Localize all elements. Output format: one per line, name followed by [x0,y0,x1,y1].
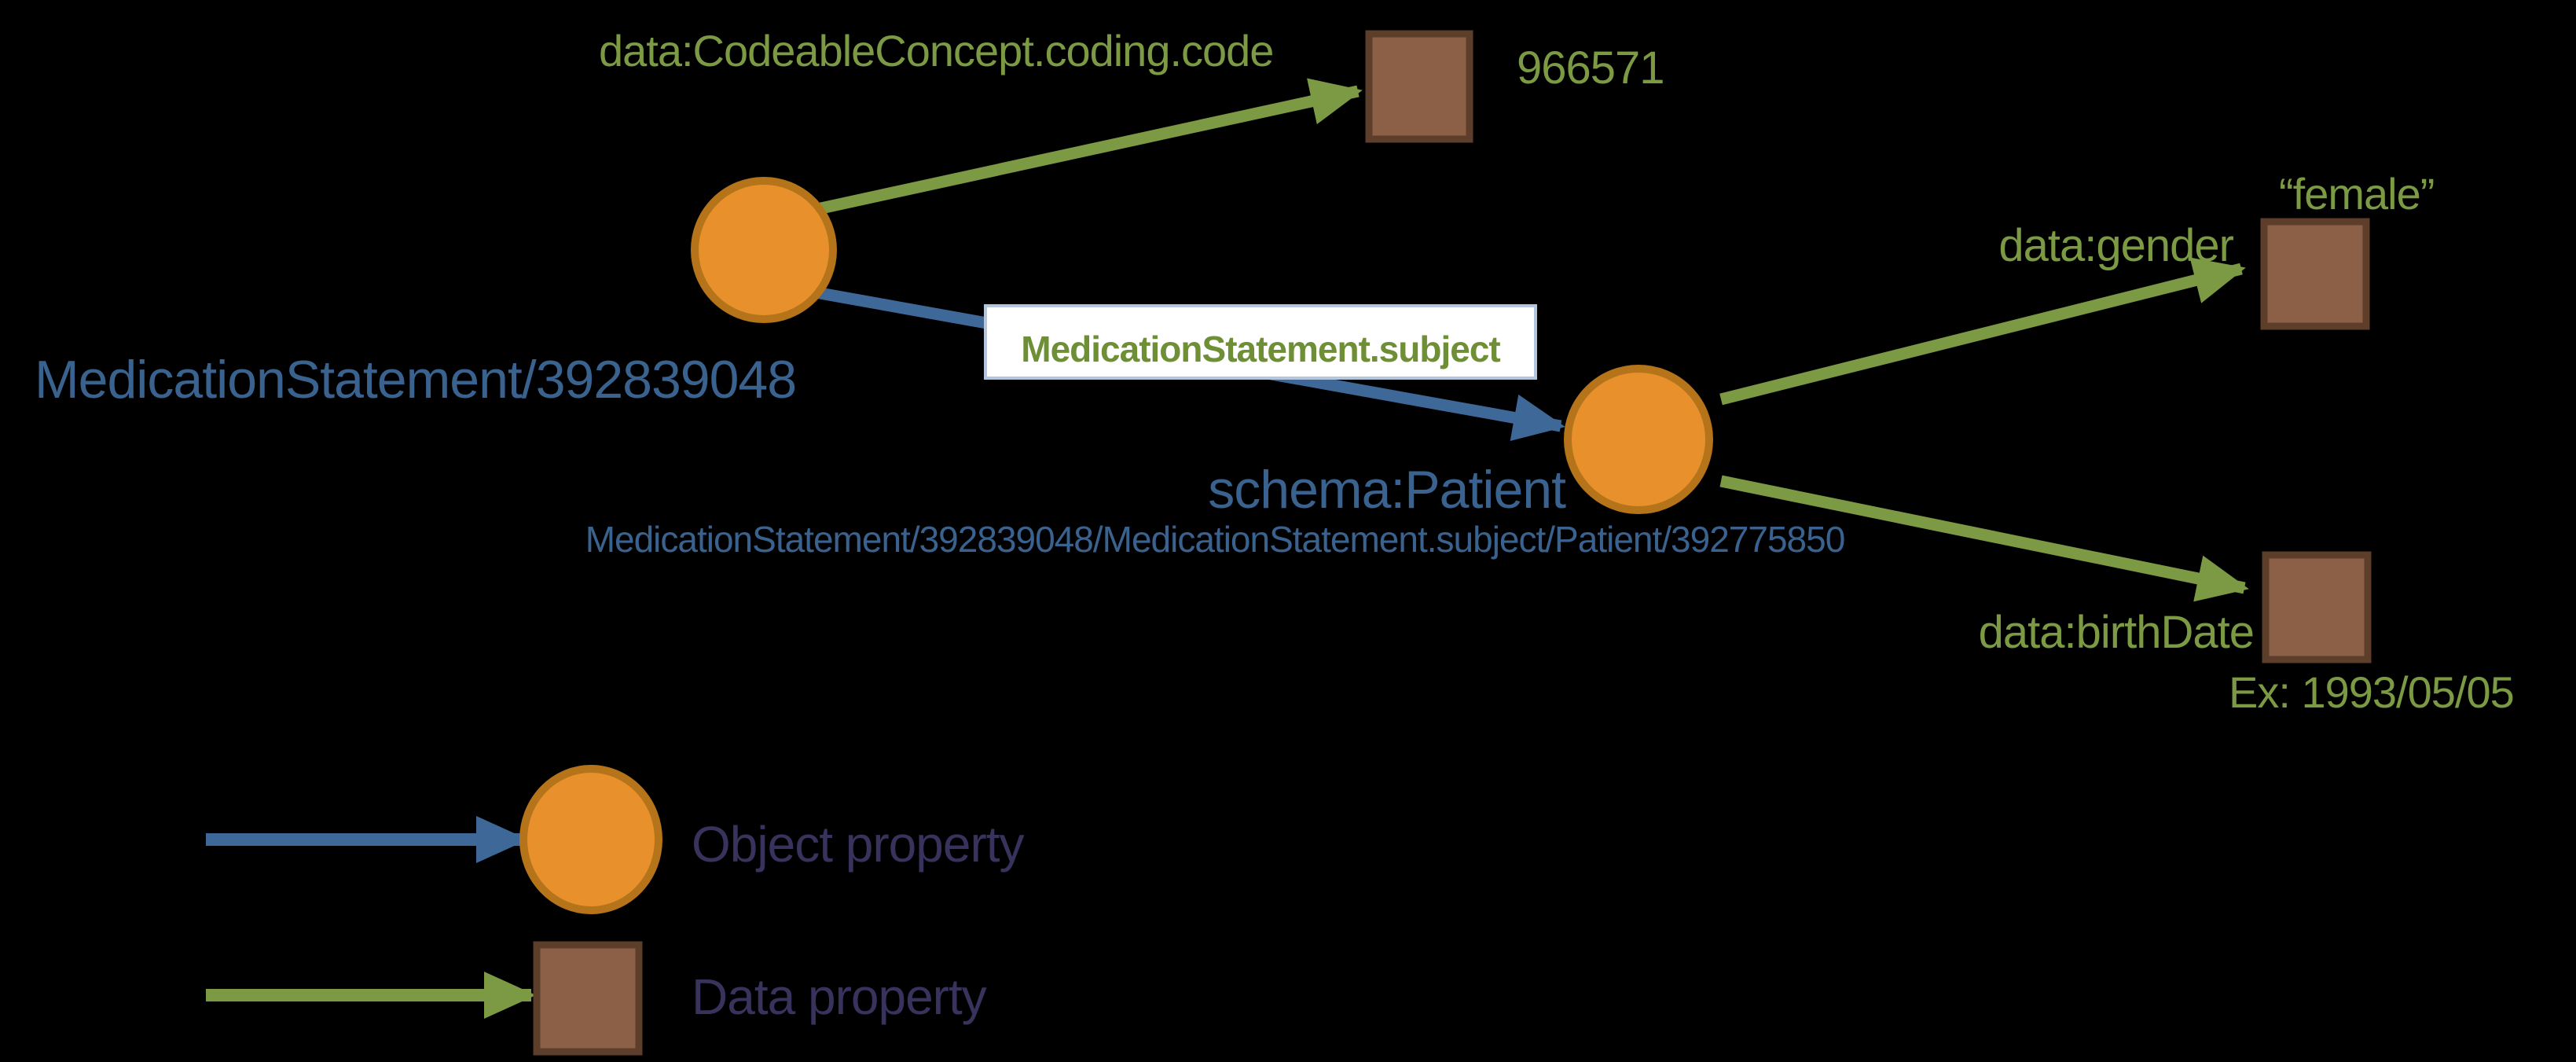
legend-object-node [519,765,662,914]
literal-node-birthdate [2262,551,2372,663]
edge-birthdate [1719,475,2249,602]
legend-object-label: Object property [692,816,1025,873]
edge-label-birthdate: data:birthDate [1979,607,2254,658]
edge-label-box [984,304,1537,380]
edge-coding-code [816,78,1363,215]
edge-label-subject: MedicationStatement.subject [1021,329,1500,369]
edge-label-coding-code: data:CodeableConcept.coding.code [599,26,1273,75]
literal-node-gender [2260,218,2370,330]
literal-value-coding-code: 966571 [1517,42,1664,94]
node-label-patient: schema:Patient [1208,460,1566,520]
legend-data-label: Data property [692,968,987,1025]
object-node-patient [1564,365,1713,514]
node-label-medication-statement: MedicationStatement/392839048 [35,350,796,410]
node-uri-patient: MedicationStatement/392839048/Medication… [585,519,1845,560]
edge-label-gender: data:gender [1998,220,2233,271]
legend-data-node [533,941,643,1056]
literal-value-birthdate: Ex: 1993/05/05 [2229,667,2514,717]
literal-node-coding-code [1365,30,1473,143]
legend: Object property Data property [206,765,1026,1056]
literal-value-gender: “female” [2279,169,2434,219]
object-node-medication-statement [691,177,837,323]
edge-gender [1719,257,2246,406]
